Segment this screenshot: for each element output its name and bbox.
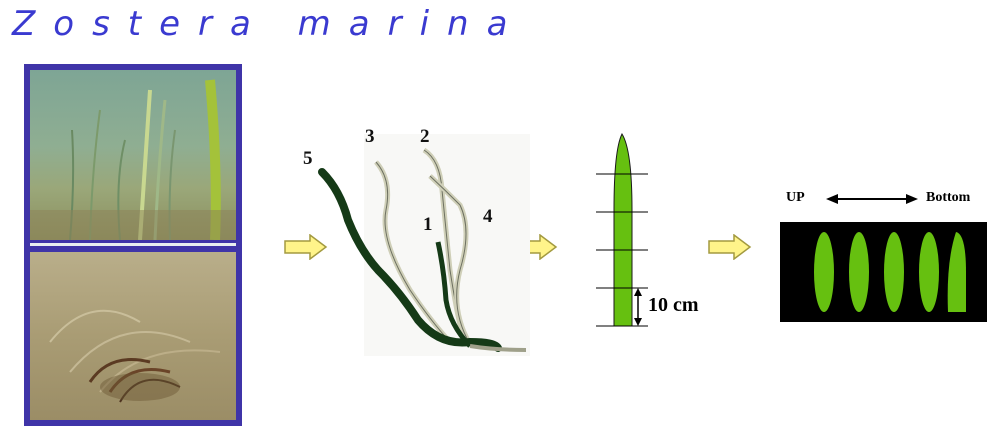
bottom-label: Bottom [926,190,970,206]
double-arrow-icon [826,192,918,206]
leaf-segment-diagram [592,130,652,330]
eelgrass-seabed-photo [24,246,242,426]
right-arrow-icon [708,234,752,260]
leaf-number-2: 2 [420,126,430,148]
title: Zostera marina [12,4,525,44]
eelgrass-meadow-photo [24,64,242,246]
leaf-number-3: 3 [365,126,375,148]
leaf-number-4: 4 [483,206,493,228]
eelgrass-plant-drawing [300,120,540,365]
up-label: UP [786,190,805,206]
leaf-number-5: 5 [303,148,313,170]
leaf-pieces-panel [780,222,987,322]
scale-label: 10 cm [648,294,699,317]
leaf-number-1: 1 [423,214,433,236]
